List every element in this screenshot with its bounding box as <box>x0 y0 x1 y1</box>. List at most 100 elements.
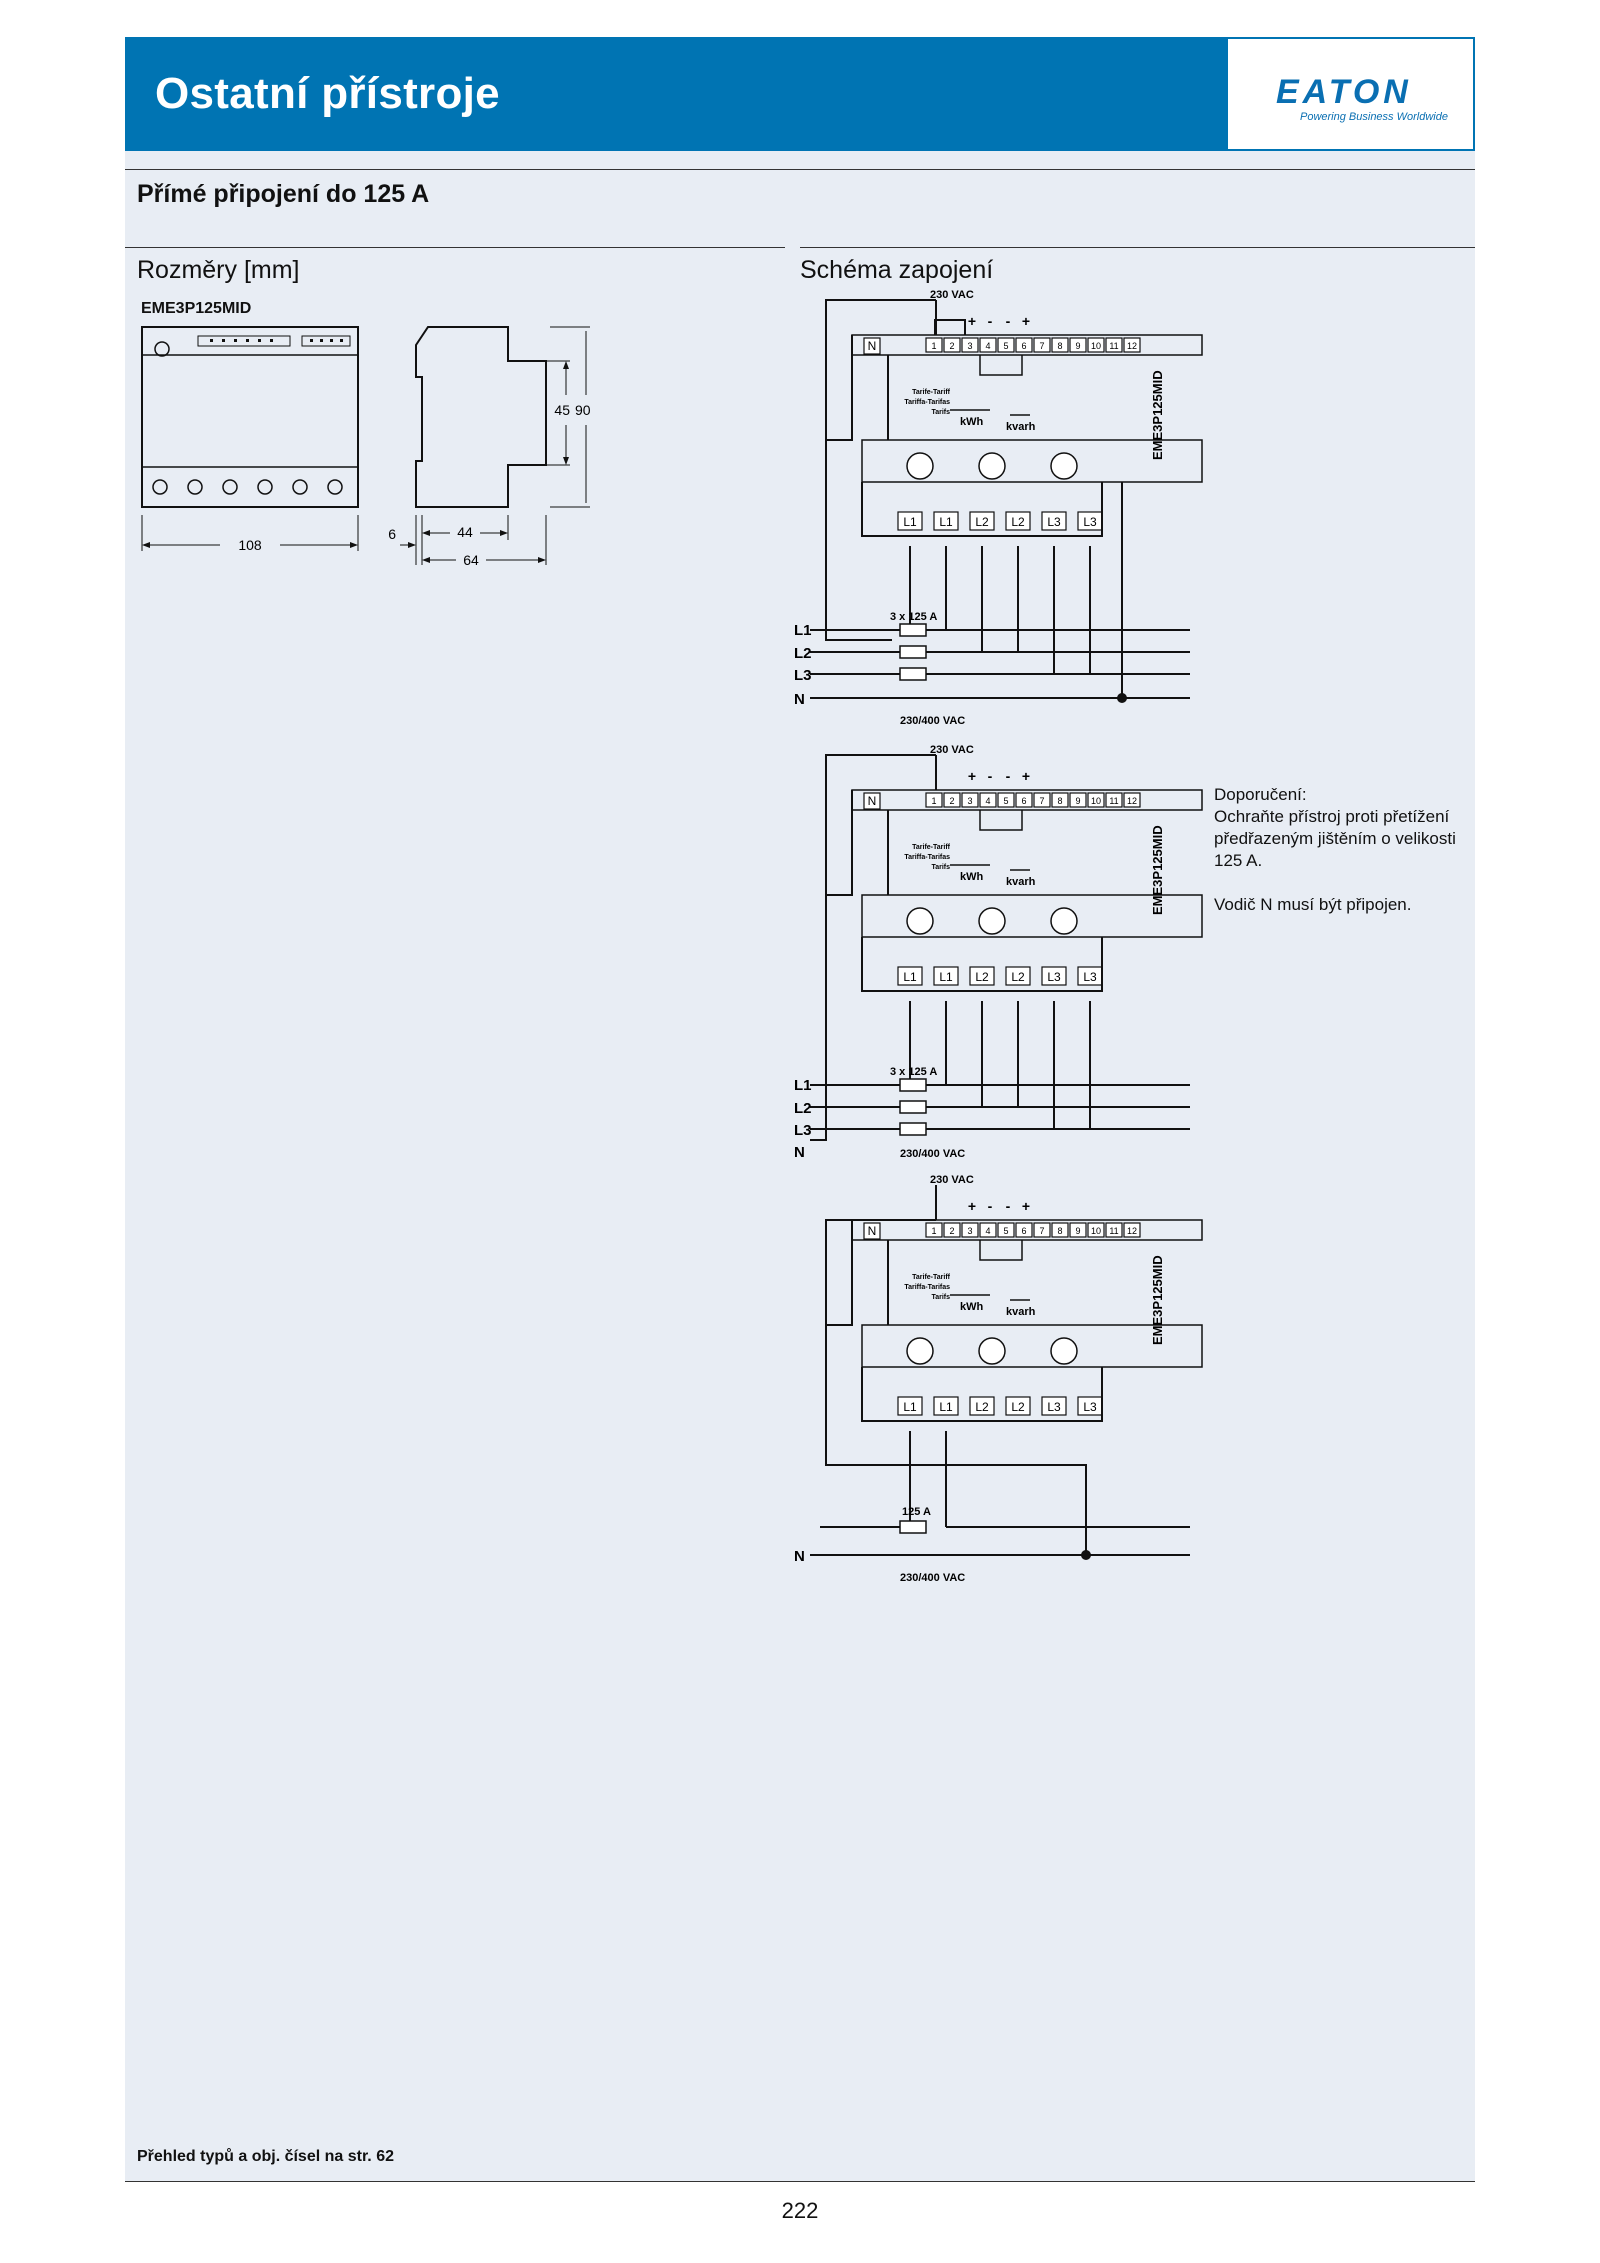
section-title: Přímé připojení do 125 A <box>137 180 430 208</box>
dimension-drawing: 108 6 44 64 45 90 <box>141 326 591 568</box>
svg-text:125 A: 125 A <box>902 1506 931 1518</box>
dimensions-heading: Rozměry [mm] <box>137 256 300 284</box>
svg-text:N: N <box>794 1144 805 1161</box>
svg-text:10: 10 <box>1091 1226 1101 1236</box>
svg-text:L1: L1 <box>939 515 953 529</box>
page-title: Ostatní přístroje <box>155 69 500 118</box>
svg-text:L3: L3 <box>1083 1400 1097 1414</box>
svg-text:9: 9 <box>1075 796 1080 806</box>
divider <box>125 169 1475 170</box>
depth-dimension-64: 64 <box>463 552 479 568</box>
supply-bottom-label: 230/400 VAC <box>900 715 965 727</box>
svg-text:8: 8 <box>1057 1226 1062 1236</box>
svg-text:L1: L1 <box>939 970 953 984</box>
svg-text:kWh: kWh <box>960 871 984 883</box>
svg-text:kWh: kWh <box>960 416 984 428</box>
svg-text:Tarifs: Tarifs <box>931 1294 950 1301</box>
svg-text:12: 12 <box>1127 1226 1137 1236</box>
svg-text:3: 3 <box>967 341 972 351</box>
svg-text:7: 7 <box>1039 1226 1044 1236</box>
svg-text:12: 12 <box>1127 796 1137 806</box>
dimensions-model-label: EME3P125MID <box>141 300 252 317</box>
svg-text:L2: L2 <box>975 970 989 984</box>
svg-text:L3: L3 <box>794 1122 812 1139</box>
height-dimension-90: 90 <box>575 402 591 418</box>
svg-text:7: 7 <box>1039 341 1044 351</box>
svg-text:+: + <box>968 313 976 329</box>
svg-text:2: 2 <box>949 341 954 351</box>
depth-dimension-44: 44 <box>457 524 473 540</box>
svg-text:EME3P125MID: EME3P125MID <box>1150 825 1165 915</box>
svg-text:10: 10 <box>1091 341 1101 351</box>
svg-text:9: 9 <box>1075 341 1080 351</box>
svg-text:kvarh: kvarh <box>1006 876 1036 888</box>
svg-text:9: 9 <box>1075 1226 1080 1236</box>
svg-text:-: - <box>1006 313 1011 329</box>
supply-top-label: 230 VAC <box>930 289 974 301</box>
logo-text: EATON <box>1276 73 1412 111</box>
svg-text:Tarifs: Tarifs <box>931 864 950 871</box>
svg-text:2: 2 <box>949 1226 954 1236</box>
svg-text:Tarife-Tariff: Tarife-Tariff <box>912 389 951 396</box>
recommendation-text: Ochraňte přístroj proti přetížení předřa… <box>1214 807 1456 870</box>
svg-text:L2: L2 <box>1011 970 1025 984</box>
svg-text:Tarife-Tariff: Tarife-Tariff <box>912 844 951 851</box>
svg-text:Tariffa-Tarifas: Tariffa-Tarifas <box>904 399 950 406</box>
svg-text:10: 10 <box>1091 796 1101 806</box>
svg-text:N: N <box>794 1548 805 1565</box>
eaton-logo: EATON Powering Business Worldwide <box>1228 39 1473 149</box>
svg-text:L1: L1 <box>903 970 917 984</box>
height-dimension-45: 45 <box>554 402 570 418</box>
svg-text:6: 6 <box>1021 796 1026 806</box>
svg-text:+: + <box>968 768 976 784</box>
divider <box>800 247 1475 248</box>
divider <box>125 247 785 248</box>
type-overview-reference: Přehled typů a obj. čísel na str. 62 <box>137 2148 394 2165</box>
svg-text:-: - <box>988 1198 993 1214</box>
svg-text:8: 8 <box>1057 341 1062 351</box>
svg-text:1: 1 <box>931 1226 936 1236</box>
svg-text:L3: L3 <box>794 667 812 684</box>
svg-text:5: 5 <box>1003 1226 1008 1236</box>
svg-text:1: 1 <box>931 796 936 806</box>
svg-text:11: 11 <box>1109 796 1118 806</box>
depth-dimension-6: 6 <box>388 526 396 542</box>
svg-text:EME3P125MID: EME3P125MID <box>1150 1255 1165 1345</box>
svg-text:L3: L3 <box>1083 515 1097 529</box>
svg-text:L3: L3 <box>1047 1400 1061 1414</box>
svg-text:L2: L2 <box>975 515 989 529</box>
svg-text:L1: L1 <box>794 1077 812 1094</box>
svg-text:4: 4 <box>985 796 990 806</box>
svg-text:Tarifs: Tarifs <box>931 409 950 416</box>
svg-text:L1: L1 <box>939 1400 953 1414</box>
side-view-outline <box>415 326 547 508</box>
svg-text:5: 5 <box>1003 341 1008 351</box>
svg-text:Tariffa-Tarifas: Tariffa-Tarifas <box>904 854 950 861</box>
svg-text:Tarife-Tariff: Tarife-Tariff <box>912 1274 951 1281</box>
svg-text:1: 1 <box>931 341 936 351</box>
svg-text:230 VAC: 230 VAC <box>930 1174 974 1186</box>
svg-text:4: 4 <box>985 341 990 351</box>
logo-tagline: Powering Business Worldwide <box>1300 111 1448 123</box>
page-number: 222 <box>781 2198 819 2223</box>
svg-text:11: 11 <box>1109 341 1118 351</box>
svg-text:+: + <box>1022 313 1030 329</box>
recommendation-note: Doporučení: Ochraňte přístroj proti přet… <box>1214 784 1474 916</box>
svg-text:L2: L2 <box>794 645 812 662</box>
svg-text:+: + <box>968 1198 976 1214</box>
svg-text:N: N <box>868 1224 877 1238</box>
svg-text:5: 5 <box>1003 796 1008 806</box>
svg-text:L1: L1 <box>903 515 917 529</box>
svg-text:L2: L2 <box>1011 1400 1025 1414</box>
recommendation-title: Doporučení: <box>1214 785 1307 804</box>
svg-text:L2: L2 <box>975 1400 989 1414</box>
svg-text:11: 11 <box>1109 1226 1118 1236</box>
svg-text:12: 12 <box>1127 341 1137 351</box>
svg-text:L3: L3 <box>1047 970 1061 984</box>
svg-text:6: 6 <box>1021 341 1026 351</box>
svg-text:230 VAC: 230 VAC <box>930 744 974 756</box>
svg-text:-: - <box>988 313 993 329</box>
svg-text:kWh: kWh <box>960 1301 984 1313</box>
